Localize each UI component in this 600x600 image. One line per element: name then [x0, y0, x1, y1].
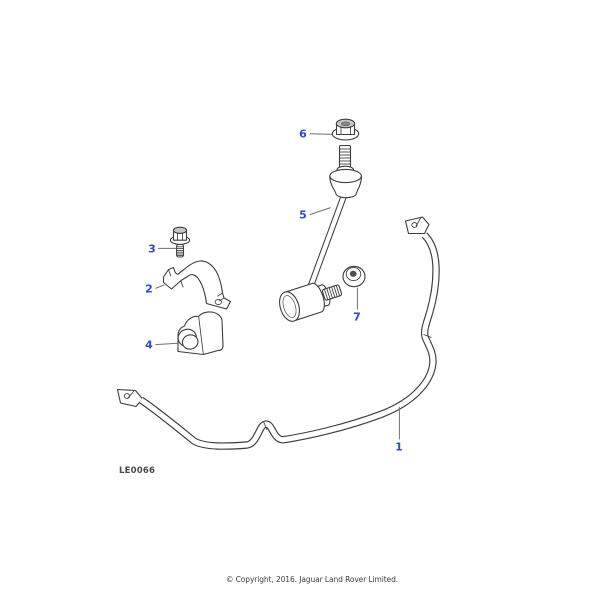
leader-line-2: [155, 284, 165, 289]
diagram-code-label: LE0066: [119, 466, 156, 476]
bushing-drawing: [177, 311, 224, 356]
callout-4[interactable]: 4: [145, 338, 153, 352]
callout-3[interactable]: 3: [148, 242, 156, 255]
callout-5[interactable]: 5: [299, 208, 307, 222]
leader-line-4: [155, 342, 178, 346]
leader-line-6: [309, 133, 333, 135]
upper-flange-nut-drawing: [331, 118, 360, 141]
callout-1[interactable]: 1: [395, 440, 403, 453]
stabilizer-bar-drawing: [116, 216, 440, 450]
lower-flange-nut-drawing: [342, 265, 366, 288]
leader-line-5: [309, 207, 331, 216]
callout-2[interactable]: 2: [145, 282, 153, 296]
flange-bolt-drawing: [169, 226, 191, 258]
copyright-text: © Copyright, 2016. Jaguar Land Rover Lim…: [225, 575, 399, 584]
leader-lines: [155, 133, 400, 440]
callout-7[interactable]: 7: [353, 310, 361, 323]
callout-6[interactable]: 6: [299, 127, 307, 141]
clamp-bracket-drawing: [162, 260, 232, 310]
stabilizer-link-drawing: [279, 144, 363, 322]
